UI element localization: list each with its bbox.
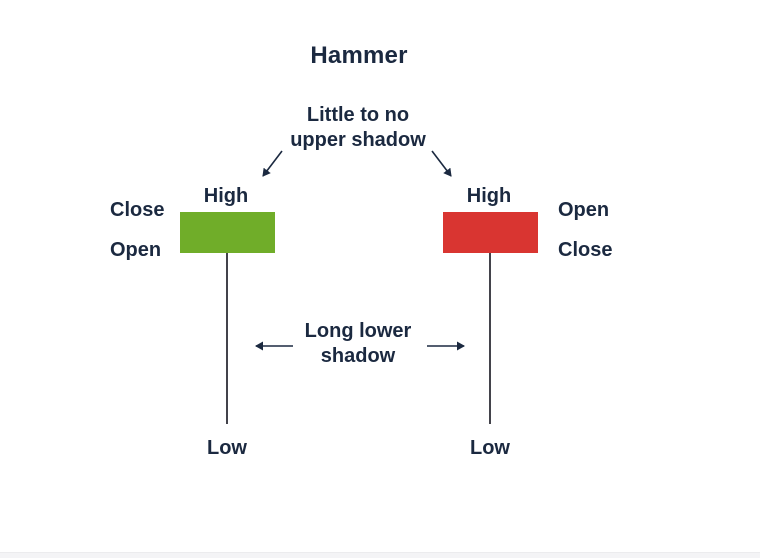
- left-candle-wick: [226, 253, 228, 424]
- left-candle-low-label: Low: [207, 437, 247, 459]
- page-title: Hammer: [310, 42, 408, 69]
- bottom-divider: [0, 552, 760, 558]
- right-candle-high-label: High: [466, 185, 512, 207]
- arrow-to-right-candle-icon: [431, 150, 452, 177]
- right-candle-close-label: Close: [558, 239, 613, 261]
- left-candle-close-label: Close: [110, 199, 165, 221]
- annotation-lower-shadow: Long lower shadow: [304, 320, 412, 367]
- left-candle-body: [180, 212, 275, 253]
- right-candle-wick: [489, 253, 491, 424]
- right-candle-low-label: Low: [470, 437, 510, 459]
- right-candle-body: [443, 212, 538, 253]
- left-candle-open-label: Open: [110, 239, 162, 261]
- arrow-to-left-candle-icon: [262, 150, 283, 177]
- left-candle-high-label: High: [203, 185, 249, 207]
- right-candle-open-label: Open: [558, 199, 610, 221]
- annotation-upper-shadow: Little to no upper shadow: [290, 104, 426, 151]
